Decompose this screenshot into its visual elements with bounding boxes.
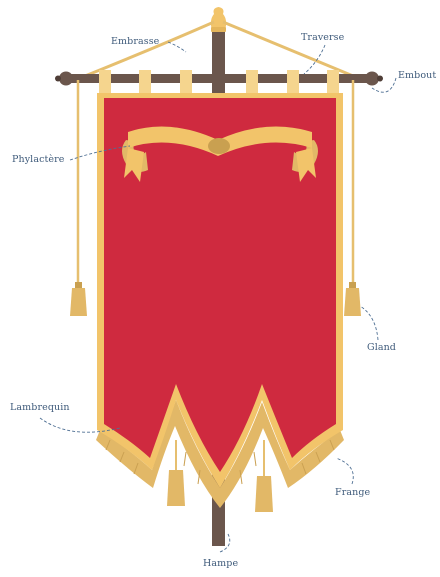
leader-embrasse bbox=[168, 42, 186, 52]
loop-1 bbox=[99, 70, 111, 96]
embrasse-cord-left bbox=[80, 22, 214, 78]
lower-tassel-right bbox=[255, 440, 273, 512]
loop-2 bbox=[139, 70, 151, 96]
leader-gland bbox=[360, 306, 378, 340]
loop-4 bbox=[246, 70, 258, 96]
label-frange: Frange bbox=[335, 487, 370, 498]
embout-left-tip bbox=[55, 76, 61, 82]
embrasse-cord-right bbox=[223, 22, 358, 78]
lower-tassel-left bbox=[167, 440, 185, 506]
leader-frange bbox=[336, 458, 353, 484]
gland-right bbox=[344, 282, 361, 316]
label-embrasse: Embrasse bbox=[111, 36, 159, 47]
loop-5 bbox=[287, 70, 299, 96]
crossbar bbox=[66, 74, 372, 83]
label-hampe: Hampe bbox=[203, 558, 238, 569]
gland-left bbox=[70, 282, 87, 316]
label-gland: Gland bbox=[367, 342, 396, 353]
label-lambrequin: Lambrequin bbox=[10, 402, 70, 413]
embout-right bbox=[365, 72, 379, 86]
loop-6 bbox=[327, 70, 339, 96]
label-embout: Embout bbox=[398, 70, 436, 81]
pole-finial-collar bbox=[211, 27, 226, 32]
label-phylactere: Phylactère bbox=[12, 154, 65, 165]
label-traverse: Traverse bbox=[301, 32, 344, 43]
embout-right-tip bbox=[377, 76, 383, 82]
phylactere-medallion bbox=[208, 138, 230, 154]
pole-finial bbox=[211, 7, 226, 30]
embout-left bbox=[59, 72, 73, 86]
loop-3 bbox=[180, 70, 192, 96]
